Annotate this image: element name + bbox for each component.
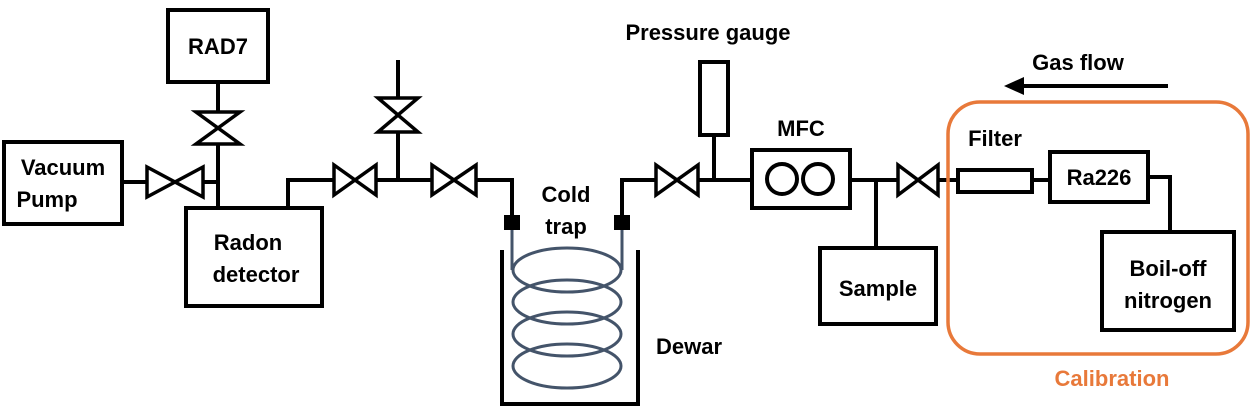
rad7-label: RAD7 — [188, 34, 248, 59]
valve-trap-inlet — [430, 161, 478, 199]
ra226-label: Ra226 — [1067, 165, 1132, 190]
cold-trap-coil — [510, 230, 624, 390]
cold-trap-inlet-fitting — [504, 215, 520, 230]
valve-vent — [373, 96, 423, 134]
mfc-label: MFC — [777, 116, 825, 141]
vacuum-pump-label-line1: Vacuum — [21, 155, 105, 180]
radon-detector-box: Radon detector — [184, 206, 324, 308]
cold-trap-label-line1: Cold — [542, 182, 591, 207]
cold-trap-label-line2: trap — [545, 214, 587, 239]
rad7-box: RAD7 — [166, 8, 270, 84]
gas-flow-label: Gas flow — [1032, 50, 1125, 75]
vacuum-pump-label-line2: Pump — [16, 187, 77, 212]
sample-label: Sample — [839, 276, 917, 301]
radon-detector-label-line2: detector — [213, 262, 300, 287]
valve-detector-outlet — [332, 161, 378, 199]
boiloff-nitrogen-box: Boil-off nitrogen — [1100, 230, 1236, 332]
sample-box: Sample — [818, 246, 938, 326]
ra226-box: Ra226 — [1048, 150, 1150, 204]
mfc-box: MFC — [750, 116, 852, 210]
boiloff-label-line2: nitrogen — [1124, 288, 1212, 313]
filter — [956, 168, 1034, 194]
radon-detector-label-line1: Radon — [214, 230, 282, 255]
cold-trap-outlet-fitting — [614, 215, 630, 230]
pressure-gauge-label: Pressure gauge — [625, 20, 790, 45]
valve-inlet — [896, 161, 940, 199]
vacuum-pump-box: Vacuum Pump — [2, 140, 124, 226]
dewar-vessel — [500, 250, 640, 406]
boiloff-label-line1: Boil-off — [1130, 256, 1208, 281]
pressure-gauge — [698, 60, 730, 137]
valve-vacuum-pump — [145, 164, 205, 200]
gas-flow-arrow — [1004, 77, 1168, 95]
calibration-label: Calibration — [1055, 366, 1170, 391]
valve-rad7 — [190, 110, 246, 146]
calibration-region — [946, 100, 1250, 356]
valve-trap-outlet — [654, 161, 700, 199]
filter-label: Filter — [968, 126, 1022, 151]
dewar-label: Dewar — [656, 334, 722, 359]
